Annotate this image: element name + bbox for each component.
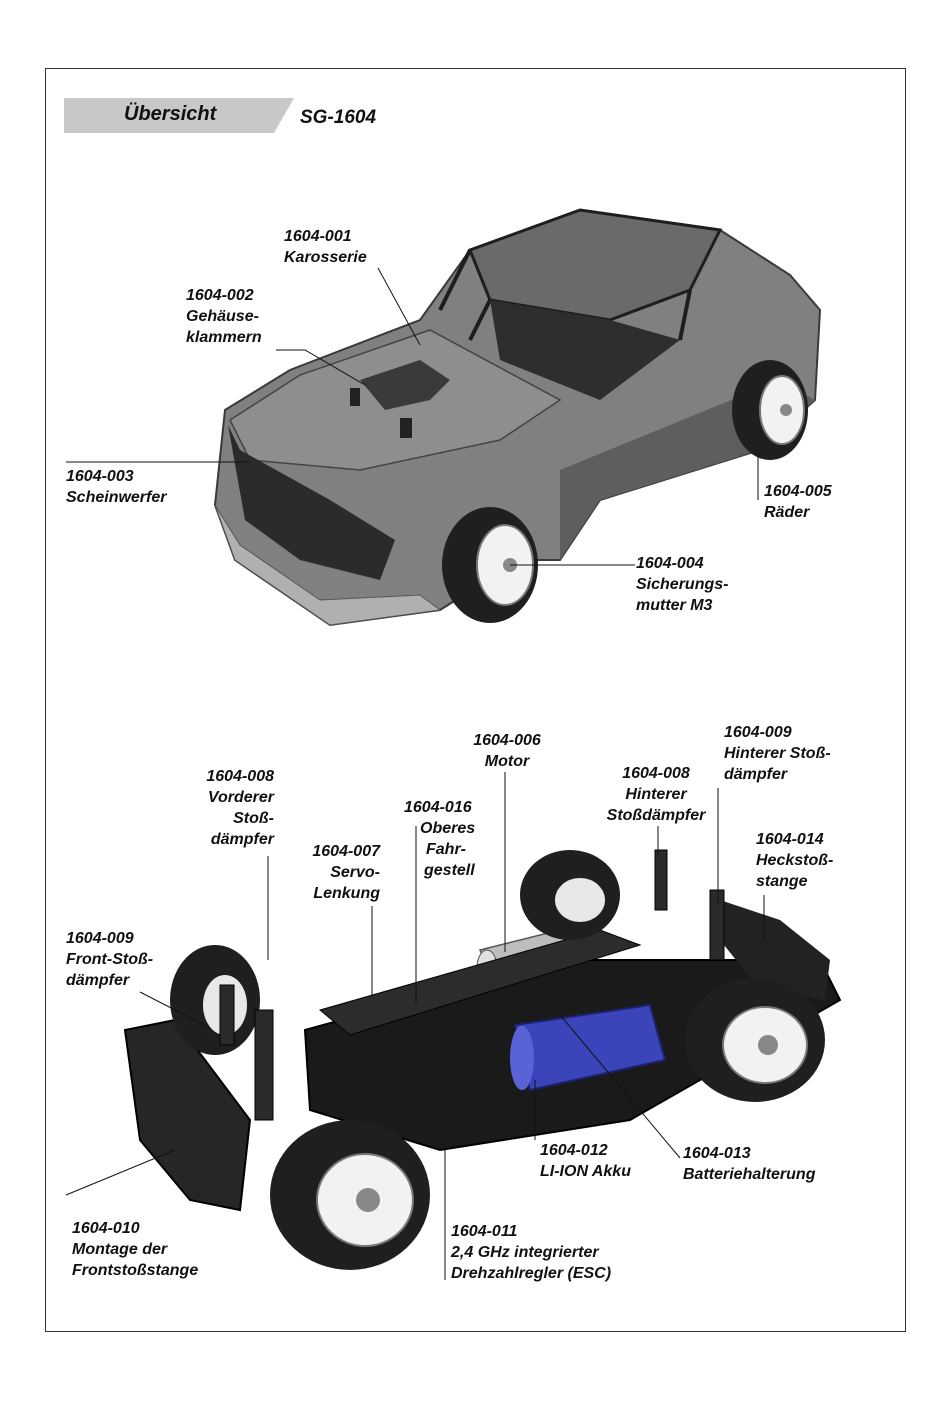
page-title: Übersicht — [124, 103, 217, 125]
header-bar — [64, 98, 294, 133]
page-frame — [45, 68, 906, 1332]
model-number: SG-1604 — [300, 107, 377, 128]
